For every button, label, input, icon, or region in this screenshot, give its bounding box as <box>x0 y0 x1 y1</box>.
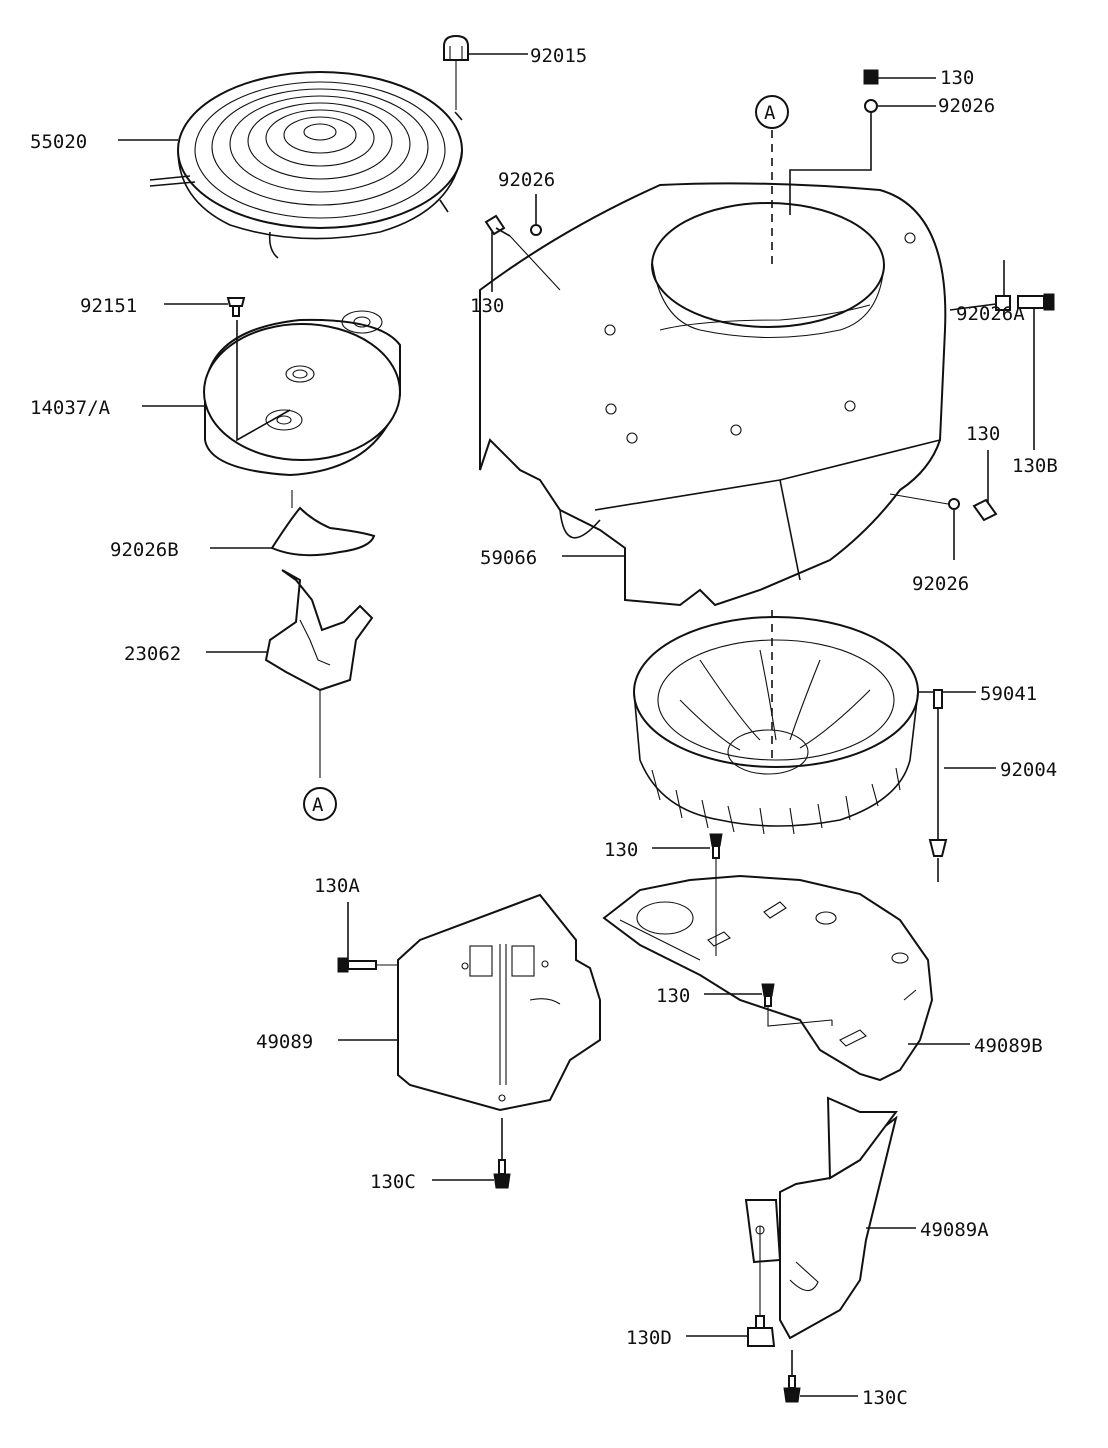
label-130a: 130A <box>314 875 360 897</box>
label-130-base: 130 <box>656 985 690 1007</box>
bolt-130-right: 130 <box>966 423 1000 522</box>
label-92026b: 92026B <box>110 539 179 561</box>
label-group-14037a: 14037/A <box>30 397 205 419</box>
label-49089b: 49089B <box>974 1035 1043 1057</box>
label-130c-left: 130C <box>370 1171 416 1193</box>
bolt-130c-bottom: 130C <box>783 1350 908 1409</box>
label-59066: 59066 <box>480 547 537 569</box>
label-group-59066: 59066 <box>480 547 625 569</box>
callout-a-bottom: A <box>303 787 337 821</box>
bolt-92151: 92151 <box>80 295 246 317</box>
label-group-55020: 55020 <box>30 131 178 153</box>
bolt-130-fan: 130 <box>604 833 723 920</box>
baffle-49089a: 49089A <box>744 1096 989 1340</box>
bolt-130b: 130B <box>1012 293 1058 477</box>
label-55020: 55020 <box>30 131 87 153</box>
acorn-nut-92015: 92015 <box>443 34 587 110</box>
label-130d: 130D <box>626 1327 672 1349</box>
label-130b: 130B <box>1012 455 1058 477</box>
base-plate-49089b: 49089B <box>602 874 1043 1082</box>
bolt-130d: 130D <box>626 1315 776 1349</box>
rotating-screen-plate <box>203 310 401 477</box>
label-92026-mid: 92026 <box>498 169 555 191</box>
washer-92026-top: 92026 <box>789 95 995 215</box>
label-92026a-visible: 92026A <box>956 303 1025 325</box>
washer-92026-mid: 92026 <box>498 169 555 236</box>
bolt-130-top: 130 <box>863 67 974 89</box>
callout-a-top: A <box>755 95 789 270</box>
bracket-23062: 23062 <box>124 569 374 778</box>
baffle-49089: 49089 <box>256 893 601 1112</box>
label-92026-low: 92026 <box>912 573 969 595</box>
label-130-mid: 130 <box>470 295 504 317</box>
label-92151: 92151 <box>80 295 137 317</box>
label-130c-bottom: 130C <box>862 1387 908 1409</box>
label-130-fan: 130 <box>604 839 638 861</box>
bolt-130-mid: 130 <box>470 214 561 317</box>
bolt-130a: 130A <box>314 875 398 973</box>
callout-a-top-label: A <box>764 102 776 124</box>
finger-guard-screen <box>149 71 463 259</box>
fan-housing <box>479 182 947 607</box>
label-92004: 92004 <box>1000 759 1057 781</box>
label-130-right: 130 <box>966 423 1000 445</box>
label-92026-top: 92026 <box>938 95 995 117</box>
label-14037a: 14037/A <box>30 397 111 419</box>
label-49089a: 49089A <box>920 1219 989 1241</box>
plate-92026b: 92026B <box>110 490 376 561</box>
flywheel-fan: 59041 <box>633 610 1037 835</box>
spacer-92026a: 92026A 92026A <box>949 260 1025 325</box>
label-92015: 92015 <box>530 45 587 67</box>
callout-a-bottom-label: A <box>312 794 324 816</box>
washer-92026-low: 92026 <box>889 493 969 595</box>
label-49089: 49089 <box>256 1031 313 1053</box>
bolt-130c-left: 130C <box>370 1118 511 1193</box>
label-23062: 23062 <box>124 643 181 665</box>
label-59041: 59041 <box>980 683 1037 705</box>
bolt-130-base: 130 <box>656 983 833 1027</box>
stud-92004: 92004 <box>928 689 1057 882</box>
label-130-top: 130 <box>940 67 974 89</box>
